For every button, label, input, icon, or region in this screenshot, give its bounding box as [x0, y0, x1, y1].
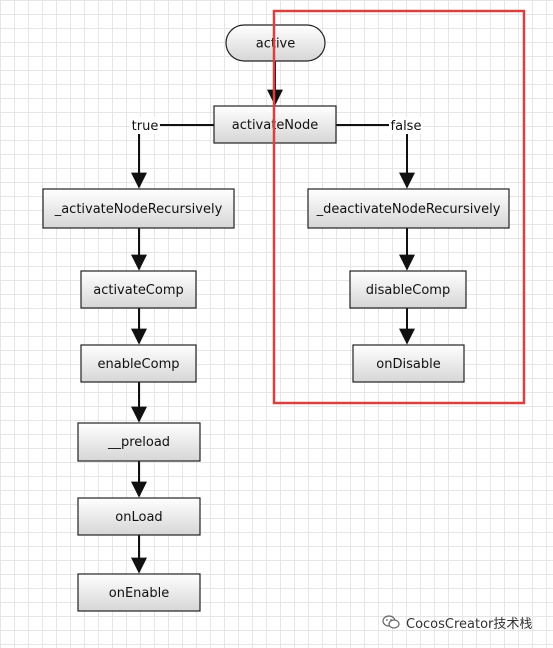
node-onenable-label: onEnable	[109, 586, 169, 601]
node-ondisable: onDisable	[352, 344, 465, 383]
wechat-icon	[382, 615, 400, 629]
node-active: active	[225, 24, 326, 62]
edge-true-branch	[131, 124, 214, 189]
edge-false-branch	[336, 124, 415, 189]
node-enablecomp: enableComp	[80, 344, 197, 383]
node-ondisable-label: onDisable	[376, 357, 440, 372]
node-activatecomp-label: activateComp	[93, 283, 184, 298]
edge-label-false: false	[389, 117, 423, 134]
node-activate-node-recursively: _activateNodeRecursively	[42, 188, 235, 229]
node-preload: __preload	[77, 422, 201, 462]
edge-label-true-text: true	[132, 119, 159, 134]
node-onload-label: onLoad	[115, 510, 162, 525]
node-enablecomp-label: enableComp	[97, 357, 179, 372]
edge-label-true: true	[130, 117, 160, 134]
edge-label-false-text: false	[391, 119, 422, 134]
node-onenable: onEnable	[77, 573, 201, 612]
watermark: CocosCreator技术栈	[382, 612, 532, 632]
node-preload-label: __preload	[107, 435, 170, 450]
node-deactivate-node-recursively-label: _deactivateNodeRecursively	[316, 202, 501, 217]
node-disablecomp: disableComp	[349, 270, 467, 309]
node-active-label: active	[256, 37, 296, 52]
node-activatecomp: activateComp	[80, 270, 197, 309]
node-disablecomp-label: disableComp	[366, 283, 450, 298]
node-activate-node-recursively-label: _activateNodeRecursively	[54, 202, 223, 217]
node-deactivate-node-recursively: _deactivateNodeRecursively	[307, 188, 510, 229]
highlight-box	[272, 9, 526, 405]
node-onload: onLoad	[77, 497, 201, 536]
watermark-text: CocosCreator技术栈	[406, 616, 533, 632]
